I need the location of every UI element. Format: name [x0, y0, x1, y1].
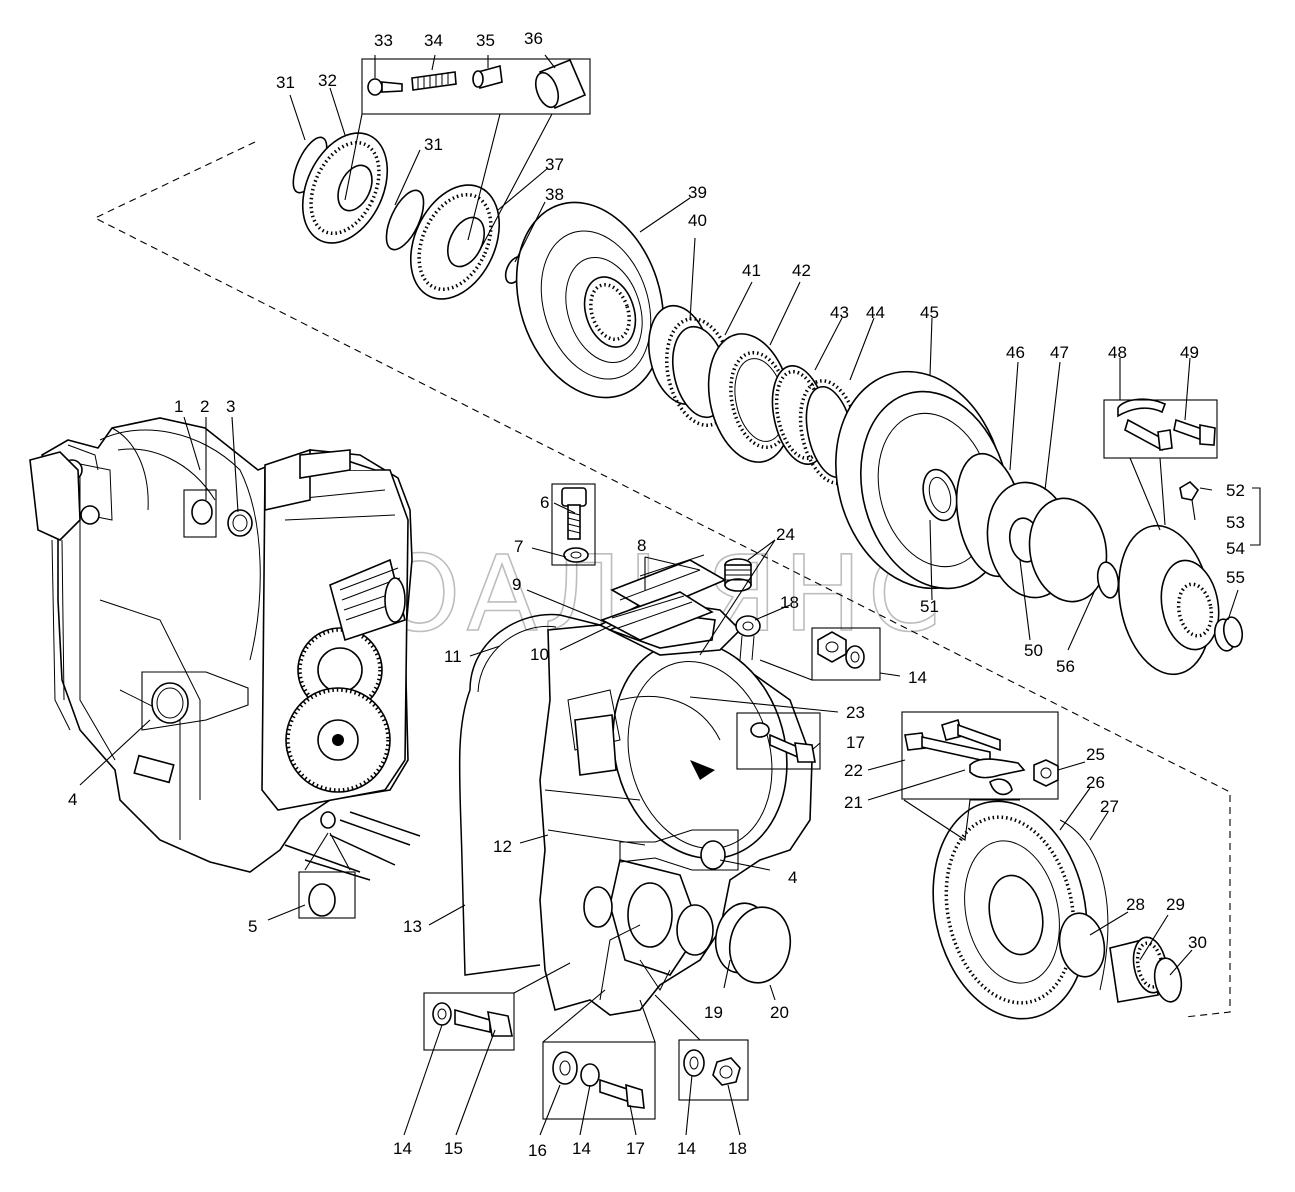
o-ring-4-left — [151, 682, 189, 724]
callout-56: 56 — [1056, 657, 1075, 676]
turbine-wheel — [515, 201, 665, 399]
callout-19: 19 — [704, 1003, 723, 1022]
drive-hub — [1118, 524, 1220, 676]
plug-3 — [227, 509, 253, 537]
callout-25: 25 — [1086, 745, 1105, 764]
plug-24 — [724, 558, 752, 592]
bolt-set-22 — [904, 718, 1059, 796]
callout-48: 48 — [1108, 343, 1127, 362]
callout-3: 3 — [226, 397, 235, 416]
callout-31-a: 31 — [276, 73, 295, 92]
callout-14-lower-a: 14 — [393, 1139, 412, 1158]
callout-9: 9 — [512, 575, 521, 594]
callout-11: 11 — [444, 647, 462, 666]
callout-20: 20 — [770, 1003, 789, 1022]
impeller — [932, 800, 1109, 1020]
grease-nipple — [1179, 480, 1200, 501]
callout-24: 24 — [776, 525, 795, 544]
callout-39: 39 — [688, 183, 707, 202]
assembly-axis-outline — [93, 141, 1231, 1018]
end-cover — [714, 902, 792, 984]
callout-42: 42 — [792, 261, 811, 280]
bolt-17-lower — [552, 1051, 645, 1109]
callout-22: 22 — [844, 761, 863, 780]
callout-21: 21 — [844, 793, 863, 812]
housing-gasket — [458, 613, 601, 976]
o-ring-2 — [191, 499, 213, 525]
callout-40: 40 — [688, 211, 707, 230]
callout-45: 45 — [920, 303, 939, 322]
callout-26: 26 — [1086, 773, 1105, 792]
callout-18-upper: 18 — [780, 593, 799, 612]
callout-6: 6 — [540, 493, 549, 512]
callout-33: 33 — [374, 31, 393, 50]
callout-36: 36 — [524, 29, 543, 48]
callout-32: 32 — [318, 71, 337, 90]
callout-47: 47 — [1050, 343, 1069, 362]
callout-53: 53 — [1226, 513, 1245, 532]
inspection-cover — [600, 554, 727, 641]
callout-50: 50 — [1024, 641, 1043, 660]
callout-16: 16 — [528, 1141, 547, 1160]
callout-30: 30 — [1188, 933, 1207, 952]
callout-28: 28 — [1126, 895, 1145, 914]
nut-18-lower — [683, 1049, 741, 1086]
callout-7: 7 — [514, 537, 523, 556]
pump-assembly — [292, 58, 587, 300]
callout-8: 8 — [637, 536, 646, 555]
o-ring-4-right — [700, 840, 726, 870]
callout-35: 35 — [476, 31, 495, 50]
bolt-6 — [561, 487, 589, 563]
callout-29: 29 — [1166, 895, 1185, 914]
bolt-17-upper — [750, 722, 816, 763]
callout-38: 38 — [545, 185, 564, 204]
callout-51: 51 — [920, 597, 939, 616]
callout-55: 55 — [1226, 568, 1245, 587]
ring-55b — [1222, 616, 1244, 648]
nut-washer-upper — [817, 631, 865, 669]
callout-15: 15 — [444, 1139, 463, 1158]
ring-28 — [1058, 912, 1106, 978]
callout-4-left: 4 — [68, 790, 77, 809]
callout-14-upper: 14 — [908, 668, 927, 687]
callout-10: 10 — [530, 645, 549, 664]
callout-12: 12 — [493, 837, 512, 856]
callout-labels: 1 2 3 4 4 5 6 7 8 9 10 11 12 13 14 14 14… — [68, 29, 1245, 1160]
callout-boxes — [141, 58, 1218, 1120]
callout-5: 5 — [248, 917, 257, 936]
callout-2: 2 — [200, 397, 209, 416]
callout-18-lower: 18 — [728, 1139, 747, 1158]
callout-54: 54 — [1226, 539, 1245, 558]
bolt-15 — [432, 1002, 513, 1037]
callout-49: 49 — [1180, 343, 1199, 362]
callout-44: 44 — [866, 303, 885, 322]
callout-14-lower-c: 14 — [677, 1139, 696, 1158]
callout-23: 23 — [846, 703, 865, 722]
callout-17-upper: 17 — [846, 733, 865, 752]
callout-27: 27 — [1100, 797, 1119, 816]
bolt-set-48 — [1117, 398, 1216, 452]
callout-52: 52 — [1226, 481, 1245, 500]
callout-13: 13 — [403, 917, 422, 936]
callout-4-right: 4 — [788, 868, 797, 887]
callout-43: 43 — [830, 303, 849, 322]
eye-bolt — [735, 615, 761, 661]
callout-41: 41 — [742, 261, 761, 280]
callout-37: 37 — [545, 155, 564, 174]
callout-31-b: 31 — [424, 135, 443, 154]
callout-14-lower-b: 14 — [572, 1139, 591, 1158]
callout-34: 34 — [424, 31, 443, 50]
o-ring-56 — [1096, 561, 1120, 599]
callout-1: 1 — [174, 397, 183, 416]
o-ring-50 — [1028, 497, 1108, 603]
gearbox-housing — [29, 417, 421, 881]
callout-17-lower: 17 — [626, 1139, 645, 1158]
o-ring-5 — [308, 883, 336, 917]
callout-46: 46 — [1006, 343, 1025, 362]
leader-lines — [79, 54, 1261, 1136]
